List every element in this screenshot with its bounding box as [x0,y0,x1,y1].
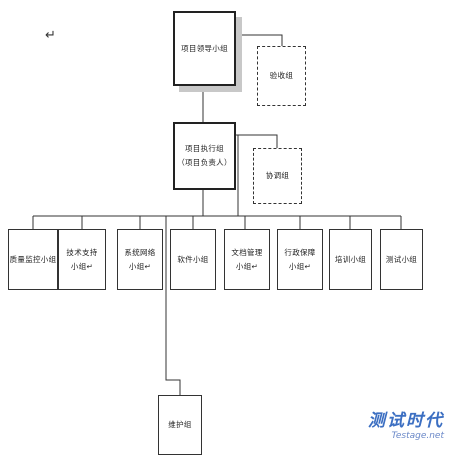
executive-group-box: 项目执行组 （项目负责人） [173,122,236,190]
team-box-documentation: 文档管理 小组↵ [224,229,270,290]
team-box-tech-support: 技术支持 小组↵ [58,229,106,290]
team-box-software: 软件小组 [170,229,216,290]
connector-maintenance [165,216,181,395]
team-box-testing: 测试小组 [380,229,423,290]
paragraph-mark: ↵ [45,28,56,43]
maintenance-group-box: 维护组 [158,395,202,455]
connector-executive-coordination [236,134,278,148]
acceptance-group-box: 验收组 [257,46,306,106]
team-box-training: 培训小组 [329,229,372,290]
team-box-system-network: 系统网络 小组↵ [117,229,163,290]
team-box-quality: 质量监控小组 [8,229,58,290]
coordination-group-box: 协调组 [253,148,302,204]
leader-group-box: 项目领导小组 [173,11,236,86]
team-box-admin-support: 行政保障 小组↵ [277,229,323,290]
connector-leader-acceptance [236,34,283,46]
logo-main-text: 测试时代 [368,411,444,431]
logo-sub-text: Testage.net [391,431,444,441]
watermark-logo: 测试时代 Testage.net [360,410,444,450]
